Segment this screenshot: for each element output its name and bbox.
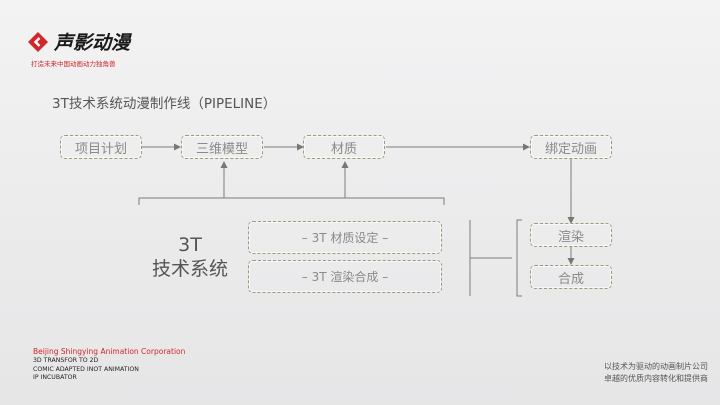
slogan-line-2: 卓越的优质内容转化和提供商 xyxy=(604,374,708,383)
stage-box-rigging: 绑定动画 xyxy=(530,135,612,159)
stage-box-plan: 项目计划 xyxy=(60,135,142,159)
logo-icon xyxy=(28,32,48,52)
subsystem-box-material: – 3T 材质设定 – xyxy=(248,221,442,254)
center-label-line-1: 3T xyxy=(178,234,202,256)
footer-line-1: 3D TRANSFOR TO 2D xyxy=(33,357,99,364)
center-label: 3T 技术系统 xyxy=(140,233,240,281)
brand-tagline: 打造未来中国动画动力独角兽 xyxy=(31,60,116,68)
page-title: 3T技术系统动漫制作线（PIPELINE） xyxy=(52,96,277,112)
output-bracket xyxy=(516,219,522,297)
center-label-line-2: 技术系统 xyxy=(151,258,228,280)
stage-box-material: 材质 xyxy=(303,135,385,159)
company-name: Beijing Shingying Animation Corporation xyxy=(33,347,186,356)
brand-name: 声影动漫 xyxy=(54,32,131,54)
footer-line-2: COMIC ADAPTED INOT ANIMATION xyxy=(33,366,139,373)
stage-box-model: 三维模型 xyxy=(181,135,263,159)
footer-line-3: IP INCUBATOR xyxy=(33,374,77,381)
output-box-composite: 合成 xyxy=(530,265,612,289)
output-box-render: 渲染 xyxy=(530,223,612,247)
subsystem-box-render: – 3T 渲染合成 – xyxy=(248,260,442,293)
slogan-line-1: 以技术为驱动的动画制片公司 xyxy=(604,362,708,371)
support-bracket xyxy=(138,197,445,205)
